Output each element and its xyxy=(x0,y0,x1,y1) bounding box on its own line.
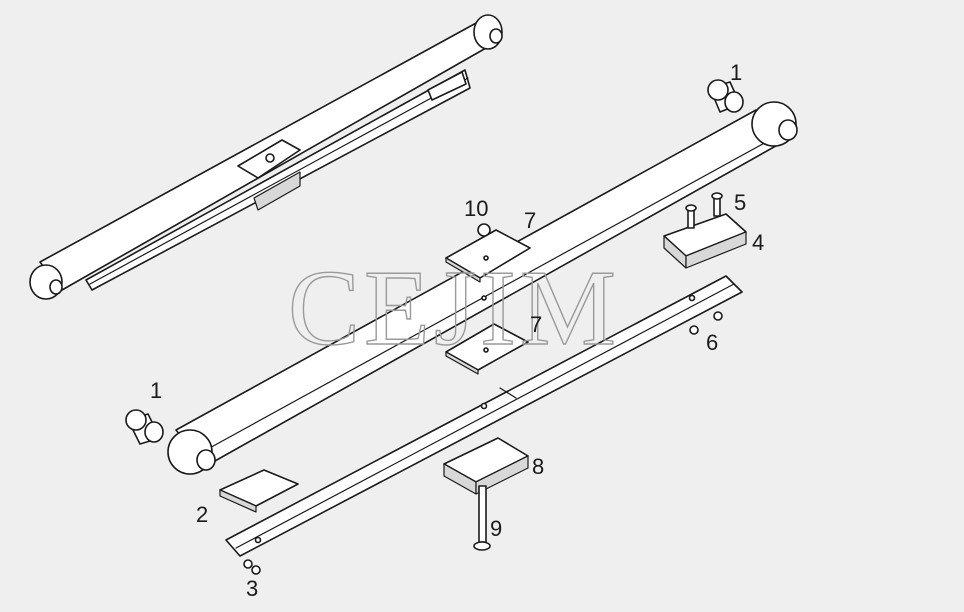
callout-1-rear: 1 xyxy=(730,60,742,85)
nut-6b-icon xyxy=(713,311,723,321)
main-leaf xyxy=(167,101,798,475)
bushing-1-front-face xyxy=(144,421,164,443)
pad-7-upper xyxy=(445,229,531,283)
nuts-6 xyxy=(689,311,723,335)
assembled-rear-eye-hole xyxy=(489,28,503,44)
main-leaf-rear-eye-hole xyxy=(778,119,798,141)
block-8-side xyxy=(475,455,529,495)
callout-9: 9 xyxy=(490,516,502,541)
assembled-center-bolt-icon xyxy=(265,153,275,163)
bushing-1-rear-end xyxy=(707,79,729,101)
block-8 xyxy=(443,437,529,495)
pad-2-side xyxy=(219,489,257,513)
watermark: CEJIM xyxy=(288,249,620,368)
pad-7-upper-edge xyxy=(445,257,481,283)
main-leaf-edge xyxy=(205,139,771,451)
nut-3b-icon xyxy=(251,565,261,575)
bolt-9-shank xyxy=(478,485,487,543)
assembled-clamp-side xyxy=(253,171,301,211)
bushing-1-front-end xyxy=(125,409,147,431)
main-leaf-hole-icon xyxy=(481,295,487,301)
pad-7-upper-hole-icon xyxy=(483,255,489,261)
pad-7-lower-hole-icon xyxy=(483,347,489,353)
callout-4: 4 xyxy=(752,230,764,255)
callout-7-lower: 7 xyxy=(530,312,542,337)
bushing-1-rear-face xyxy=(724,91,744,113)
assembled-leaf-pack xyxy=(85,69,471,291)
bracket-bolts xyxy=(685,192,723,229)
secondary-leaf-step xyxy=(499,387,517,399)
bracket xyxy=(663,213,747,269)
callout-2: 2 xyxy=(196,502,208,527)
callout-7-upper: 7 xyxy=(524,208,536,233)
nut-3a-icon xyxy=(243,559,253,569)
bushing-1-rear xyxy=(707,79,744,113)
main-leaf-front-eye-hole xyxy=(196,449,216,471)
secondary-leaf-edge xyxy=(235,283,735,549)
bushing-1-front xyxy=(125,409,164,445)
assembled-clamp-pad xyxy=(427,71,467,101)
washer-10-icon xyxy=(477,223,491,237)
assembled-leaf-line xyxy=(89,77,469,285)
callout-6: 6 xyxy=(706,330,718,355)
pad-7-lower-edge xyxy=(445,351,479,375)
bracket-side xyxy=(685,231,747,269)
callout-1-front: 1 xyxy=(150,378,162,403)
secondary-leaf-hole-rear xyxy=(688,294,696,302)
callout-3: 3 xyxy=(246,576,258,601)
bolt-9-head-icon xyxy=(473,541,491,551)
callout-8: 8 xyxy=(532,454,544,479)
bolt-5a-head-icon xyxy=(685,204,697,212)
pad-2 xyxy=(219,469,299,513)
nut-6a-icon xyxy=(689,325,699,335)
callout-10: 10 xyxy=(464,196,488,221)
assembled-leaf-spring xyxy=(29,14,503,300)
bolt-9 xyxy=(473,485,491,551)
assembled-front-eye-hole xyxy=(49,279,63,295)
secondary-leaf xyxy=(225,275,743,557)
pad-7-lower xyxy=(445,323,529,375)
nuts-3 xyxy=(243,559,261,575)
secondary-leaf-hole-front xyxy=(254,536,262,544)
secondary-leaf-hole-center xyxy=(480,402,488,410)
callout-5: 5 xyxy=(734,190,746,215)
bolt-5b-head-icon xyxy=(711,192,723,200)
